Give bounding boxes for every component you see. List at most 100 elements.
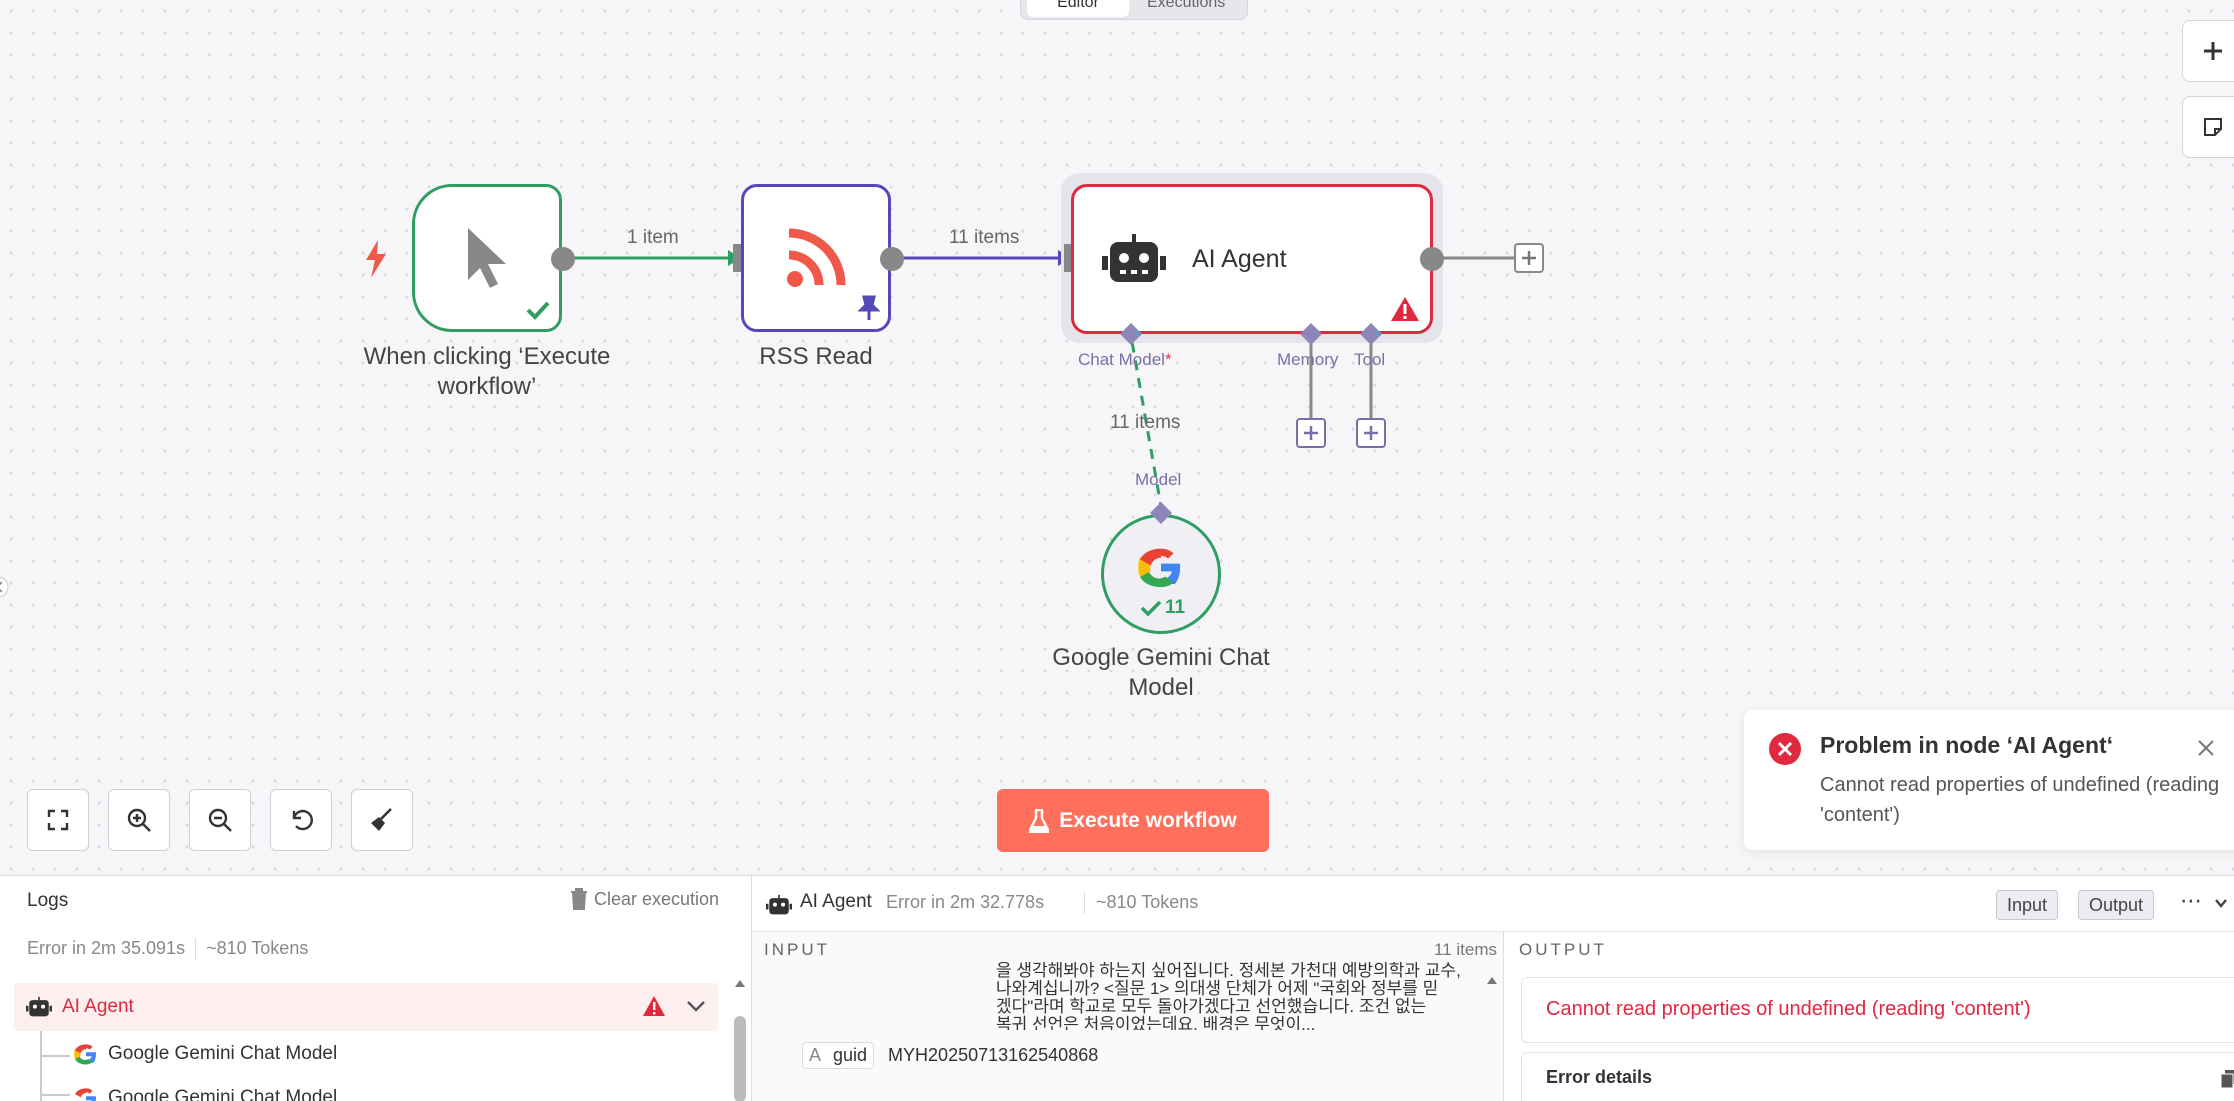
add-tool-button[interactable] [1356,418,1386,448]
output-toggle-button[interactable]: Output [2078,890,2155,920]
robot-icon [1102,234,1166,282]
text-line: 나와계십니까? <질문 1> 의대생 단체가 어제 "국회와 정부를 믿 [996,979,1439,998]
chevron-down-icon[interactable] [2214,898,2228,910]
input-field-row: A guid MYH20250713162540868 [802,1042,1098,1069]
agent-panel-name: AI Agent [800,891,872,912]
error-circle-icon [1769,733,1801,765]
add-memory-button[interactable] [1296,418,1326,448]
input-text-preview: 을 생각해봐야 하는지 싶어집니다. 정세본 가천대 예방의학과 교수, 나와계… [996,962,1466,1030]
copy-icon[interactable] [2220,1069,2234,1089]
rss-output-port[interactable] [879,246,905,272]
tool-port-label: Tool [1354,350,1386,369]
zoom-in-button[interactable] [108,789,170,851]
scroll-up-icon[interactable] [1485,974,1499,986]
model-port-label: Model [1135,470,1182,489]
log-item-label: Google Gemini Chat Model [108,1043,338,1064]
gemini-node-label: Google Gemini Chat Model [1052,644,1270,701]
agent-output-port[interactable] [1419,246,1445,272]
fit-view-button[interactable] [27,789,89,851]
more-options-icon[interactable]: ⋯ [2180,888,2202,913]
execute-workflow-label: Execute workflow [1059,808,1237,832]
google-icon [1138,548,1181,588]
tree-line [40,1094,70,1096]
text-line: 을 생각해봐야 하는지 싶어집니다. 정세본 가천대 예방의학과 교수, [996,962,1461,980]
robot-icon [766,894,792,915]
field-name-badge: A guid [802,1042,875,1069]
robot-icon [26,996,52,1017]
agent-node[interactable]: AI Agent [1071,184,1433,334]
gemini-node[interactable]: 11 [1101,514,1221,634]
plus-icon [1304,426,1318,440]
rss-node[interactable] [741,184,891,332]
list-item[interactable]: Google Gemini Chat Model [74,1086,337,1101]
logs-panel: Logs Clear execution Error in 2m 35.091s… [0,875,2234,1101]
string-type-icon: A [809,1045,822,1065]
agent-node-label: AI Agent [1192,244,1287,273]
memory-port[interactable] [1299,322,1323,346]
scrollbar-thumb[interactable] [734,1016,746,1101]
table-row[interactable]: AI Agent [14,983,718,1031]
google-icon [74,1044,96,1065]
reset-zoom-button[interactable] [270,789,332,851]
toast-title: Problem in node ‘AI Agent‘ [1820,732,2114,758]
tidy-up-button[interactable] [351,789,413,851]
lightning-icon [366,240,386,278]
broom-icon [371,808,392,831]
tab-editor[interactable]: Editor [1027,0,1129,17]
pin-icon [858,295,880,320]
chat-model-port-label: Chat Model* [1078,350,1172,369]
edge-label-model-agent: 11 items [1110,412,1181,433]
input-item-count: 11 items [1434,940,1497,959]
chat-model-port[interactable] [1119,322,1143,346]
scroll-up-icon[interactable] [733,977,747,989]
sticky-note-icon [2204,118,2222,136]
flask-icon [1029,808,1050,833]
collapse-sidebar-icon[interactable] [0,574,14,600]
tab-executions[interactable]: Executions [1147,0,1226,11]
gemini-run-count: 11 [1140,597,1185,619]
text-line: 겠다"라며 학교로 모두 돌아가겠다고 선언했습니다. 조건 없는 [996,997,1427,1016]
agent-details-header: AI Agent Error in 2m 32.778s ~810 Tokens… [752,876,2234,932]
error-details-label: Error details [1546,1067,1653,1087]
model-output-port[interactable] [1149,501,1173,525]
input-panel-title: INPUT [764,940,830,959]
zoom-out-button[interactable] [189,789,251,851]
plus-icon [1522,251,1536,265]
workflow-canvas[interactable]: Editor Executions [0,0,2234,875]
logs-scrollbar[interactable] [733,976,747,1101]
warning-icon [643,996,665,1016]
add-node-button[interactable] [2182,20,2234,82]
logs-title: Logs [27,890,69,911]
trigger-node-label: When clicking ‘Execute workflow’ [363,343,611,400]
warning-icon [1391,297,1419,321]
add-sticky-button[interactable] [2182,96,2234,158]
output-panel: OUTPUT Cannot read properties of undefin… [1505,932,2234,1101]
trigger-output-port[interactable] [550,246,576,272]
close-icon[interactable] [2196,738,2216,758]
input-panel: INPUT 11 items 을 생각해봐야 하는지 싶어집니다. 정세본 가천… [752,932,1504,1101]
output-panel-title: OUTPUT [1519,940,1607,959]
success-check-icon [1140,600,1162,617]
chevron-down-icon[interactable] [686,999,706,1013]
cursor-icon [468,228,506,288]
error-details-box[interactable]: Error details [1521,1052,2234,1101]
list-item[interactable]: Google Gemini Chat Model [74,1042,337,1066]
agent-panel-tokens: ~810 Tokens [1096,892,1199,912]
field-value: MYH20250713162540868 [888,1045,1099,1065]
edge-label-trigger-rss: 1 item [627,227,679,248]
zoom-in-icon [127,808,151,832]
add-next-node-button[interactable] [1514,243,1544,273]
tool-port[interactable] [1359,322,1383,346]
plus-icon [1364,426,1378,440]
input-toggle-button[interactable]: Input [1996,890,2059,920]
output-error-message: Cannot read properties of undefined (rea… [1546,998,2031,1020]
rss-icon [787,228,846,287]
agent-panel-status: Error in 2m 32.778s [886,892,1045,912]
memory-port-label: Memory [1277,350,1339,369]
trigger-node[interactable] [412,184,562,332]
logs-tokens: ~810 Tokens [206,938,309,958]
clear-execution-button[interactable]: Clear execution [570,888,719,910]
execute-workflow-button[interactable]: Execute workflow [997,789,1269,852]
log-item-label: Google Gemini Chat Model [108,1087,338,1101]
undo-icon [292,809,313,831]
